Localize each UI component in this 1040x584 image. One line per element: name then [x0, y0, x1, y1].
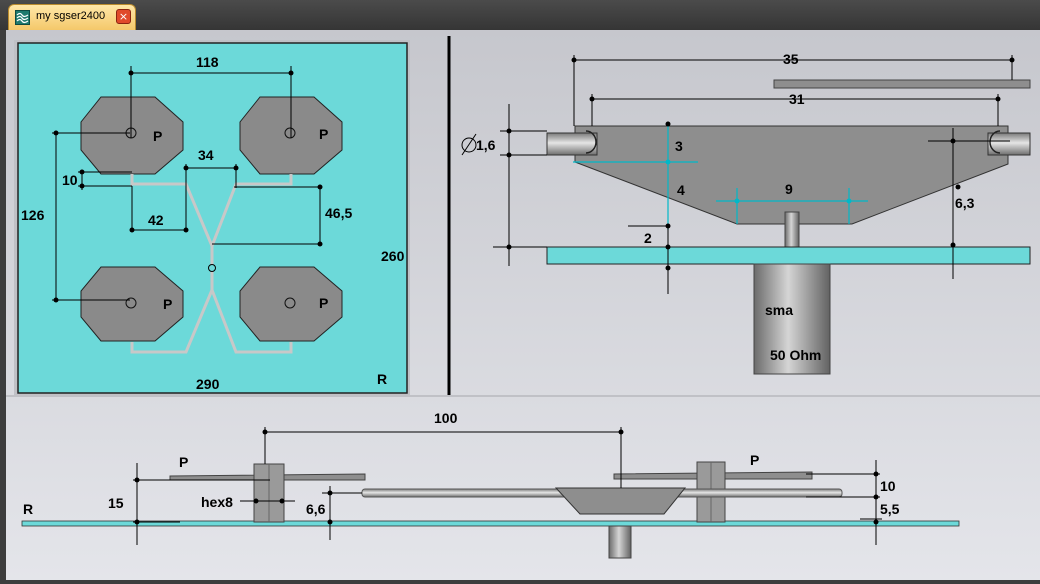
sma-connector: [753, 263, 831, 375]
top-view: 118 126 34 10 42 46,5 260 290 P P P P R: [14, 40, 410, 396]
patch-label: P: [750, 452, 759, 468]
feed-hole: [284, 127, 296, 139]
dim-3: 3: [675, 138, 683, 154]
dim-10: 10: [880, 478, 896, 494]
dimension-dots: [53, 70, 323, 303]
dim-126: 126: [21, 207, 45, 223]
front-view-dimensions: [133, 427, 882, 545]
dim-10: 10: [62, 172, 78, 188]
close-icon[interactable]: ×: [116, 9, 131, 24]
dim-260: 260: [381, 248, 405, 264]
dim-35: 35: [783, 51, 799, 67]
dimension-dots: [134, 429, 879, 525]
dim-46-5: 46,5: [325, 205, 352, 221]
highlight-dimensions: [573, 122, 868, 230]
reflector-label: R: [377, 371, 387, 387]
sma-connector: [608, 525, 632, 559]
dim-hex: hex8: [201, 494, 233, 510]
patch-element: [239, 266, 343, 342]
drawing-canvas: 118 126 34 10 42 46,5 260 290 P P P P R: [6, 36, 1040, 559]
left-rod: [546, 132, 598, 156]
dim-6-6: 6,6: [306, 501, 326, 517]
highlight-dots: [665, 159, 852, 204]
document-tab[interactable]: my sgser2400 ×: [8, 4, 136, 30]
dim-100: 100: [434, 410, 458, 426]
feed-hole: [284, 297, 296, 309]
dim-2: 2: [644, 230, 652, 246]
feed-point: [208, 264, 216, 272]
patch-label: P: [319, 295, 328, 311]
dim-42: 42: [148, 212, 164, 228]
window-title-bar: my sgser2400 ×: [0, 0, 1040, 30]
top-view-dimensions: [52, 66, 322, 301]
patch-label: P: [319, 126, 328, 142]
impedance-label: 50 Ohm: [770, 347, 821, 363]
reflector-label: R: [23, 501, 33, 517]
right-rod: [987, 132, 1031, 156]
dim-6-3: 6,3: [955, 195, 975, 211]
dim-34: 34: [198, 147, 214, 163]
dim-31: 31: [789, 91, 805, 107]
dim-290: 290: [196, 376, 220, 392]
patch-label: P: [163, 296, 172, 312]
reflector-plate: [21, 520, 960, 527]
dim-15: 15: [108, 495, 124, 511]
patch-element: [80, 96, 184, 175]
side-view: 35 31 1,6 3 4 9 2 6,3 sma 50 Ohm: [461, 51, 1031, 375]
dimension-dots: [506, 57, 1015, 271]
reflector-plate: [546, 246, 1031, 265]
connector-label: sma: [765, 302, 793, 318]
dim-5-5: 5,5: [880, 501, 900, 517]
top-plate: [773, 79, 1031, 89]
dim-118: 118: [196, 54, 219, 70]
rod-end: [585, 130, 597, 154]
patch-label: P: [153, 128, 162, 144]
dim-diameter: 1,6: [476, 137, 496, 153]
dim-4: 4: [677, 182, 685, 198]
front-view: 100 15 hex8 6,6 10 5,5 P P R: [21, 410, 960, 559]
rod-end: [989, 130, 1001, 154]
dim-9: 9: [785, 181, 793, 197]
top-view-board: [17, 42, 408, 394]
patch-label: P: [179, 454, 188, 470]
tab-title: my sgser2400: [36, 10, 106, 22]
cad-viewport[interactable]: 118 126 34 10 42 46,5 260 290 P P P P R: [6, 30, 1040, 580]
feed-pin: [784, 211, 800, 250]
feed-hole: [125, 297, 137, 309]
cad-document-icon: [15, 10, 30, 25]
balun-plate: [554, 487, 687, 515]
